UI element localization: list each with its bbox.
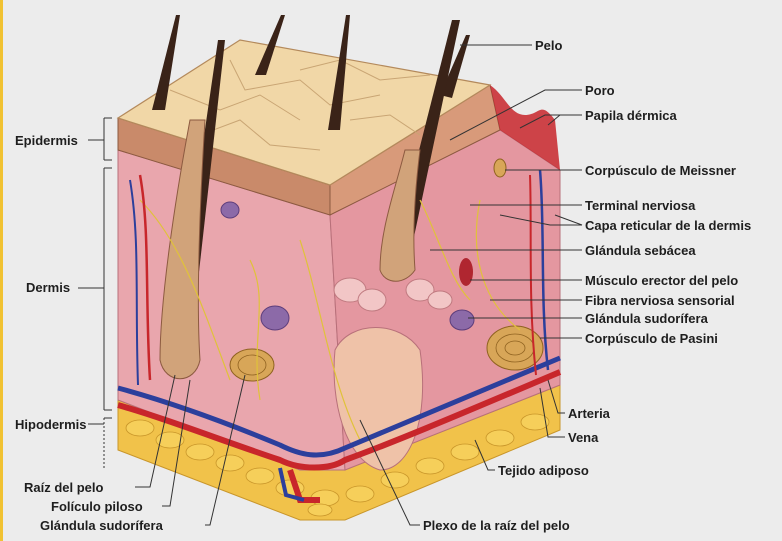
label-foliculo-piloso: Folículo piloso [51,499,143,514]
label-musculo-erector: Músculo erector del pelo [585,273,738,288]
label-glandula-sudorifera-left: Glándula sudorífera [40,518,163,533]
label-glandula-sudorifera-right: Glándula sudorífera [585,311,708,326]
label-epidermis: Epidermis [15,133,78,148]
label-arteria: Arteria [568,406,610,421]
label-fibra-nerviosa: Fibra nerviosa sensorial [585,293,735,308]
label-dermis: Dermis [26,280,70,295]
label-plexo-raiz-pelo: Plexo de la raíz del pelo [423,518,570,533]
label-poro: Poro [585,83,615,98]
label-papila-dermica: Papila dérmica [585,108,677,123]
label-vena: Vena [568,430,598,445]
layer-leader-lines [78,140,104,424]
label-corpusculo-pasini: Corpúsculo de Pasini [585,331,718,346]
label-glandula-sebacea: Glándula sebácea [585,243,696,258]
label-tejido-adiposo: Tejido adiposo [498,463,589,478]
label-pelo: Pelo [535,38,562,53]
meissner-corpuscle [494,159,506,177]
label-raiz-del-pelo: Raíz del pelo [24,480,103,495]
label-terminal-nerviosa: Terminal nerviosa [585,198,695,213]
arrector-pili-muscle [459,258,473,286]
label-hipodermis: Hipodermis [15,417,87,432]
label-corpusculo-meissner: Corpúsculo de Meissner [585,163,736,178]
label-capa-reticular: Capa reticular de la dermis [585,218,751,233]
layer-bracket [104,118,112,470]
